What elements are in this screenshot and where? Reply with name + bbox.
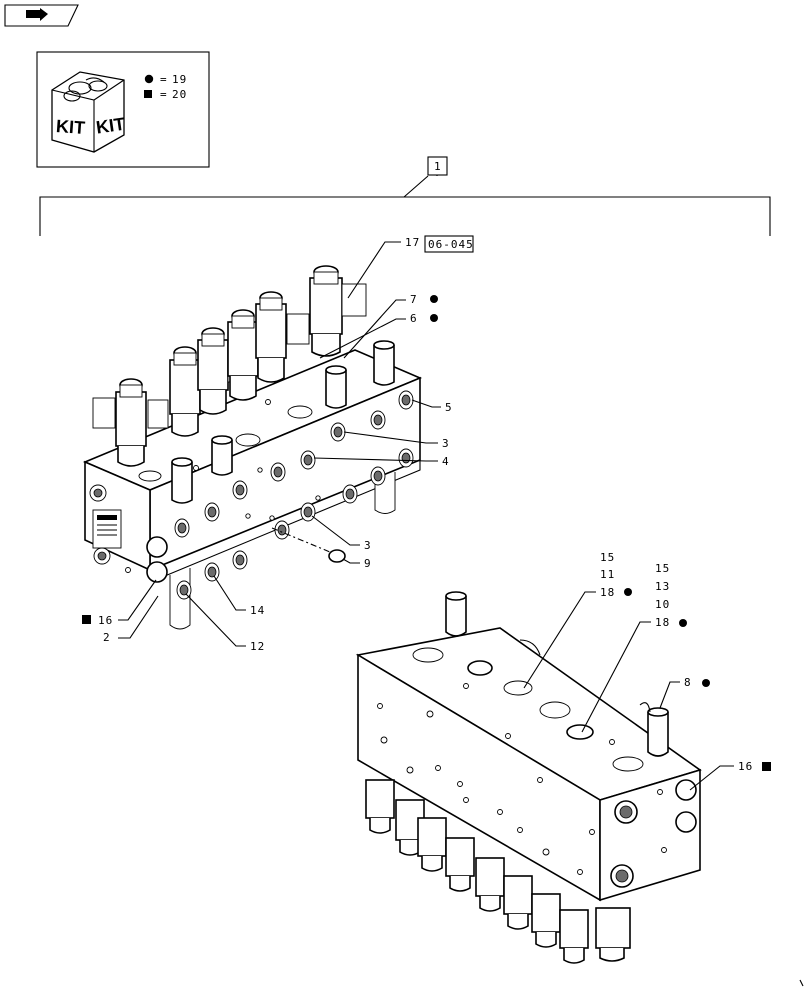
callout-3-upper: 3 [442, 437, 450, 450]
kit-label-right: KIT [95, 114, 127, 138]
kit-label-left: KIT [55, 116, 85, 138]
callout-11: 11 [600, 568, 615, 581]
callout-10: 10 [655, 598, 670, 611]
svg-text:=: = [160, 73, 168, 86]
assembly-callout: 1 [434, 160, 442, 173]
callout-7: 7 [410, 293, 418, 306]
upper-solenoids [92, 265, 367, 467]
callout-18-right: 18 [655, 616, 670, 629]
callout-14: 14 [250, 604, 265, 617]
callout-18-left: 18 [600, 586, 615, 599]
reference-label: 06-045 [428, 238, 474, 251]
page-nav-button[interactable] [4, 4, 79, 27]
circle-symbol [144, 74, 154, 84]
corner-tick [799, 979, 804, 987]
o-ring [328, 549, 346, 563]
callout-8: 8 [684, 676, 692, 689]
callout-15-right: 15 [655, 562, 670, 575]
kit-legend-circle-value: 19 [172, 73, 187, 86]
square-symbol [82, 615, 91, 624]
kit-box-icon: KIT KIT [51, 71, 127, 153]
kit-legend: KIT KIT = 19 = 20 [36, 51, 210, 168]
callout-16-upper: 16 [98, 614, 113, 627]
upper-plugs [171, 340, 395, 504]
callout-17: 17 [405, 236, 420, 249]
callout-3-lower: 3 [364, 539, 372, 552]
callout-4: 4 [442, 455, 450, 468]
callout-12: 12 [250, 640, 265, 653]
callouts: 17 06-045 7 6 5 3 4 3 9 14 12 16 [82, 235, 771, 791]
reference-box [424, 235, 474, 253]
nav-arrow-icon [26, 8, 48, 21]
callout-9: 9 [364, 557, 372, 570]
callout-2: 2 [103, 631, 111, 644]
callout-15-left: 15 [600, 551, 615, 564]
assembly-bracket: 1 [39, 156, 771, 236]
valve-block-upper [82, 265, 423, 630]
square-symbol [144, 90, 152, 98]
callout-16-lower: 16 [738, 760, 753, 773]
callout-13: 13 [655, 580, 670, 593]
kit-legend-square-value: 20 [172, 88, 187, 101]
callout-6: 6 [410, 312, 418, 325]
valve-block-lower [355, 591, 702, 964]
callout-5: 5 [445, 401, 453, 414]
lower-solenoids [365, 779, 631, 964]
svg-text:=: = [160, 88, 168, 101]
square-symbol [762, 762, 771, 771]
